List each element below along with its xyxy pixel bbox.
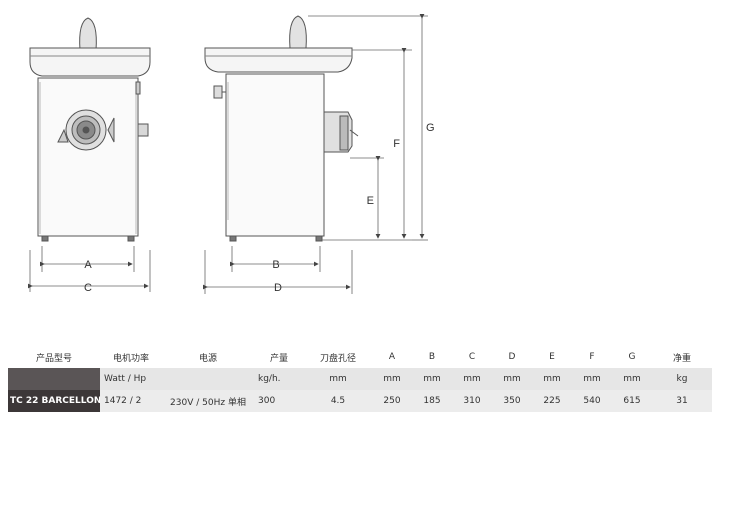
header-cell: 刀盘孔径 [319, 353, 356, 364]
header-cell: 电源 [198, 353, 217, 364]
dim-label-e: E [367, 195, 374, 207]
header-cell: 产品型号 [35, 353, 72, 364]
spec-header-row: 产品型号 电机功率 电源 产量 刀盘孔径 A B C D E F G 净重 [8, 346, 712, 368]
unit-cell [8, 368, 100, 390]
header-cell: E [549, 352, 555, 362]
machine-drawing: A C [28, 14, 435, 294]
spec-units-row: Watt / Hp kg/h. mm mm mm mm mm mm mm mm … [8, 368, 712, 390]
data-cell: 225 [532, 390, 572, 412]
header-cell: F [589, 352, 595, 362]
spec-table: 产品型号 电机功率 电源 产量 刀盘孔径 A B C D E F G 净重 Wa… [8, 346, 712, 412]
header-cell: D [508, 352, 516, 362]
header-cell: 电机功率 [112, 353, 149, 364]
unit-cell: mm [612, 368, 652, 390]
unit-cell: mm [304, 368, 372, 390]
header-cell: 产量 [269, 353, 288, 364]
unit-cell: mm [492, 368, 532, 390]
dim-label-f: F [393, 138, 400, 150]
data-cell: 250 [372, 390, 412, 412]
dim-label-b: B [272, 259, 279, 271]
unit-cell: kg [652, 368, 712, 390]
unit-cell: mm [452, 368, 492, 390]
data-cell: 350 [492, 390, 532, 412]
header-cell: G [628, 352, 636, 362]
data-cell: 300 [254, 390, 304, 412]
data-cell: 615 [612, 390, 652, 412]
data-cell: 185 [412, 390, 452, 412]
data-cell: 1472 / 2 [100, 390, 162, 412]
data-cell: 230V / 50Hz 单相 [162, 390, 254, 412]
unit-cell [162, 368, 254, 390]
header-cell: C [468, 352, 476, 362]
dim-label-a: A [84, 259, 92, 271]
header-cell: A [388, 352, 396, 362]
dim-label-d: D [274, 282, 282, 294]
unit-cell: Watt / Hp [100, 368, 162, 390]
unit-cell: mm [572, 368, 612, 390]
dim-label-g: G [426, 122, 435, 134]
unit-cell: kg/h. [254, 368, 304, 390]
data-cell: 540 [572, 390, 612, 412]
front-view [29, 17, 151, 242]
table-row: TC 22 BARCELLONA 1472 / 2 230V / 50Hz 单相… [8, 390, 712, 412]
data-cell: 310 [452, 390, 492, 412]
header-cell: 净重 [672, 353, 691, 364]
unit-cell: mm [532, 368, 572, 390]
side-view [204, 15, 359, 242]
unit-cell: mm [412, 368, 452, 390]
data-cell: 4.5 [304, 390, 372, 412]
unit-cell: mm [372, 368, 412, 390]
header-cell: B [428, 352, 436, 362]
dim-label-c: C [84, 282, 92, 294]
data-cell: 31 [652, 390, 712, 412]
model-name-cell: TC 22 BARCELLONA [8, 390, 100, 412]
